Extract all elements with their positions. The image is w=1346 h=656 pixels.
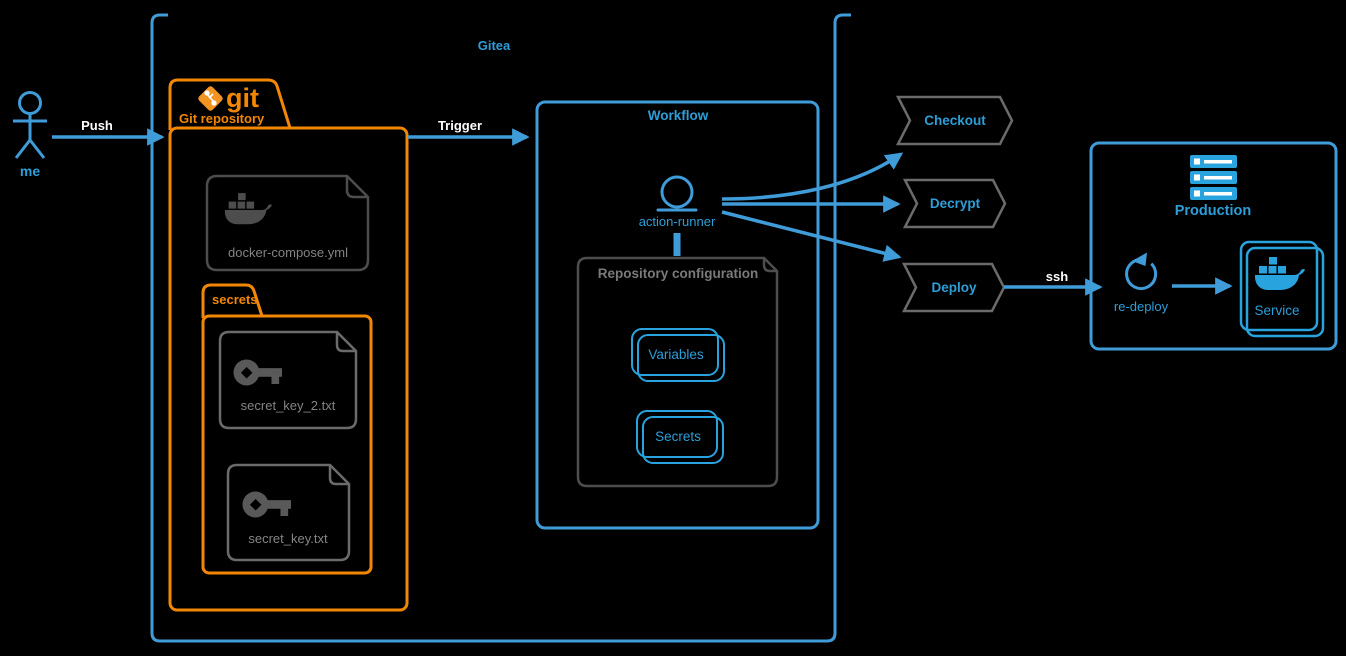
workflow-title: Workflow (648, 108, 709, 123)
secret-key-fold (328, 465, 349, 486)
secret-key-outline (226, 463, 351, 562)
secret-key-2-outline (218, 330, 358, 430)
secrets-outline-front (642, 416, 724, 464)
secret-key-file: secret_key.txt (226, 463, 351, 562)
redeploy-label: re-deploy (1114, 299, 1169, 314)
service-node: Service (1239, 240, 1325, 338)
action-runner: action-runner (639, 175, 716, 256)
secrets-outline-back (636, 410, 718, 458)
secrets-folder-tab (201, 283, 264, 318)
deploy-arrow (721, 210, 902, 262)
actor-label: me (20, 163, 40, 179)
repository-configuration: Repository configuration Variables Secre… (576, 256, 779, 488)
git-repository-label: Git repository (179, 111, 265, 126)
push-edge: Push (52, 118, 165, 146)
step-deploy: Deploy (901, 262, 1006, 313)
ssh-label: ssh (1046, 269, 1068, 284)
repo-config-title: Repository configuration (598, 266, 759, 281)
gitea-bracket (150, 13, 851, 643)
workflow-outline (535, 100, 820, 530)
secrets-folder-label: secrets (212, 292, 258, 307)
service-outline-front (1239, 240, 1319, 332)
production-box: Production re-deploy Service (1089, 141, 1338, 351)
git-repository-folder: git Git repository docker-compose.yml se… (168, 78, 409, 612)
production-title: Production (1175, 203, 1252, 219)
ssh-edge: ssh (1004, 269, 1103, 296)
deploy-shape (901, 262, 1006, 313)
push-label: Push (81, 118, 113, 133)
git-logo-text: git (226, 83, 259, 113)
repo-config-outline (576, 256, 779, 488)
docker-whale-icon (224, 193, 272, 225)
secret-key-2-file: secret_key_2.txt (218, 330, 358, 430)
actor: me (13, 91, 47, 179)
git-folder-tab (168, 78, 292, 130)
compose-file-fold (345, 176, 368, 199)
secrets-folder-body (201, 314, 373, 575)
key-icon (233, 359, 283, 386)
person-stick-icon (13, 91, 47, 159)
secret-key-2-name: secret_key_2.txt (241, 398, 336, 413)
step-decrypt: Decrypt (902, 178, 1007, 229)
gitea-title: Gitea (478, 38, 511, 53)
variables-label: Variables (648, 347, 704, 362)
server-icon (1190, 155, 1237, 200)
refresh-icon (1125, 252, 1158, 290)
git-folder-body (168, 126, 409, 612)
redeploy-node: re-deploy (1114, 252, 1169, 314)
secrets-folder: secrets secret_key_2.txt secret_key.txt (201, 283, 373, 575)
checkout-arrow (721, 152, 904, 201)
compose-file: docker-compose.yml (205, 174, 370, 272)
deploy-label: Deploy (931, 280, 977, 295)
variables-outline-front (637, 334, 725, 382)
docker-whale-icon (1255, 257, 1305, 290)
checkout-shape (895, 95, 1014, 146)
decrypt-shape (902, 178, 1007, 229)
secrets-label: Secrets (655, 429, 701, 444)
decrypt-label: Decrypt (930, 196, 981, 211)
secret-key-2-fold (335, 332, 356, 353)
step-checkout: Checkout (895, 95, 1014, 146)
git-icon (198, 86, 223, 111)
secrets-button: Secrets (636, 410, 724, 464)
compose-file-outline (205, 174, 370, 272)
trigger-label: Trigger (438, 118, 482, 133)
action-runner-label: action-runner (639, 214, 716, 229)
service-outline-back (1245, 246, 1325, 338)
pipeline-steps: Checkout Decrypt Deploy (895, 95, 1014, 313)
variables-outline-back (631, 328, 719, 376)
checkout-label: Checkout (924, 113, 986, 128)
runner-step-edges (721, 152, 904, 262)
service-label: Service (1254, 303, 1299, 318)
workflow-box: Workflow action-runner Repository config… (535, 100, 820, 530)
agent-icon (656, 175, 698, 212)
production-outline (1089, 141, 1338, 351)
trigger-edge: Trigger (408, 118, 530, 146)
repo-config-fold (762, 258, 777, 273)
variables-button: Variables (631, 328, 725, 382)
compose-file-name: docker-compose.yml (228, 245, 348, 260)
gitea-container: Gitea (150, 13, 851, 643)
key-icon (242, 491, 292, 518)
secret-key-name: secret_key.txt (248, 531, 328, 546)
